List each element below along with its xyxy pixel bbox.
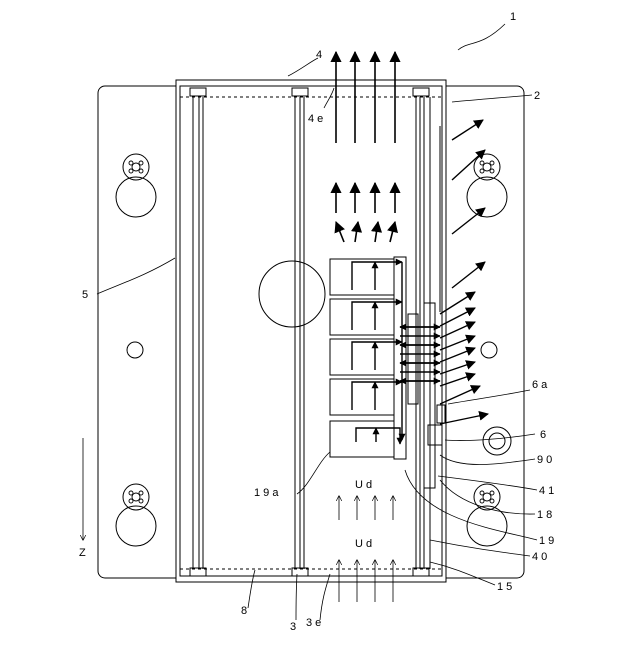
label-19: 1 9 bbox=[539, 535, 554, 547]
label-18: 1 8 bbox=[537, 509, 552, 521]
label-ud-1: U d bbox=[355, 479, 372, 491]
label-2: 2 bbox=[534, 90, 540, 102]
label-19a: 1 9 a bbox=[254, 487, 279, 499]
label-6: 6 bbox=[540, 429, 546, 441]
label-5: 5 bbox=[82, 289, 88, 301]
label-40: 4 0 bbox=[532, 551, 547, 563]
label-15: 1 5 bbox=[497, 581, 512, 593]
label-4e: 4 e bbox=[308, 113, 323, 125]
label-ud-2: U d bbox=[355, 538, 372, 550]
label-3: 3 bbox=[290, 621, 296, 633]
label-1: 1 bbox=[510, 11, 516, 23]
label-90: 9 0 bbox=[537, 454, 552, 466]
label-8: 8 bbox=[241, 605, 247, 617]
label-z: Z bbox=[79, 547, 86, 559]
screw-icon bbox=[123, 154, 149, 180]
label-3e: 3 e bbox=[306, 617, 321, 629]
label-6a: 6 a bbox=[532, 379, 548, 391]
label-41: 4 1 bbox=[539, 485, 554, 497]
label-4: 4 bbox=[316, 49, 322, 61]
screw-icon bbox=[474, 154, 500, 180]
